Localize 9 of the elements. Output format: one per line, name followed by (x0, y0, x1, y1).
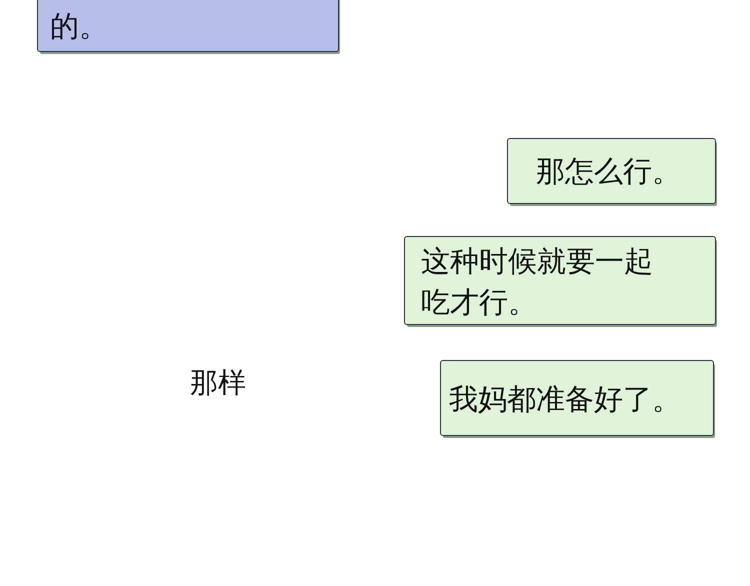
dialogue-text: 这种时候就要一起吃才行。 (421, 243, 654, 321)
speech-bubble (440, 360, 714, 436)
speech-bubble (37, 0, 339, 52)
dialogue-text: 那怎么行。 (536, 153, 682, 190)
narration-text: 那样 (190, 365, 246, 401)
dialogue-text: 的。 (50, 8, 109, 45)
speech-bubble (507, 138, 716, 204)
speech-bubble (404, 236, 716, 325)
dialogue-text: 我妈都准备好了。 (449, 381, 682, 418)
